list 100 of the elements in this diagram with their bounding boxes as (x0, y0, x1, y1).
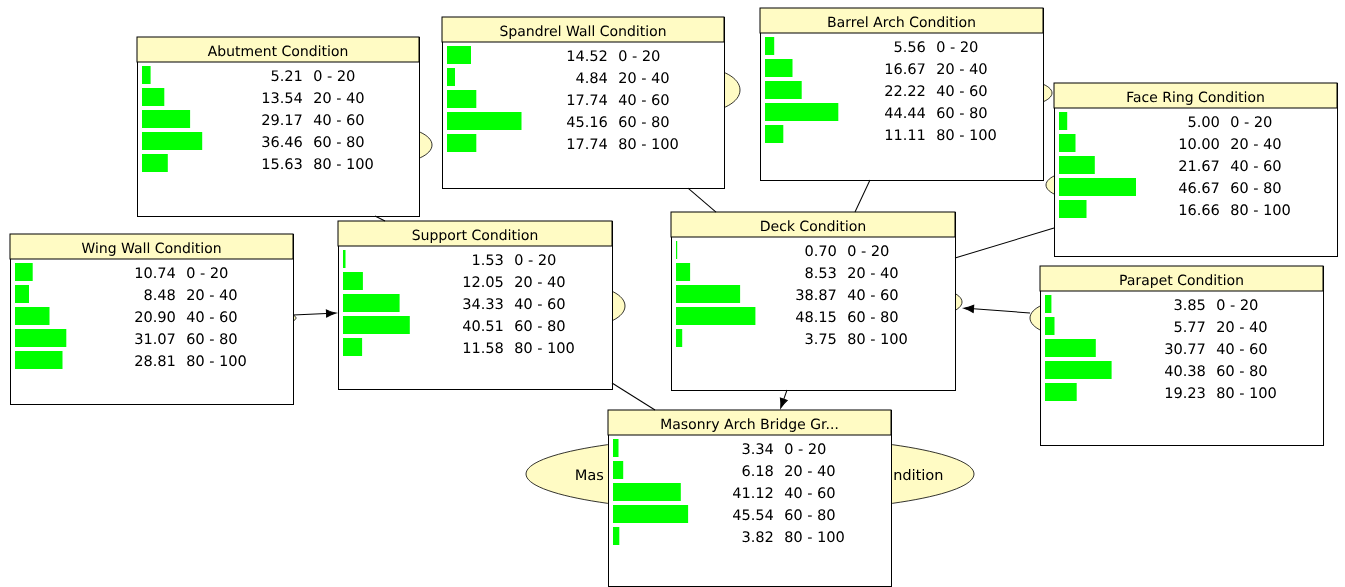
state-range: 40 - 60 (847, 289, 898, 301)
probability-value: 5.56 (894, 41, 925, 53)
state-range: 60 - 80 (937, 107, 987, 119)
state-range: 40 - 60 (936, 85, 987, 97)
probability-value: 29.17 (262, 114, 302, 126)
probability-value: 17.74 (567, 138, 607, 149)
probability-value: 36.46 (262, 136, 302, 148)
probability-value: 28.81 (135, 355, 175, 367)
state-range: 60 - 80 (1231, 182, 1281, 194)
state-range: 20 - 40 (1217, 321, 1267, 333)
state-range: 20 - 40 (515, 276, 565, 288)
state-range: 40 - 60 (186, 311, 237, 323)
node-title: Spandrel Wall Condition (500, 25, 666, 39)
probability-value: 45.54 (733, 509, 773, 521)
state-range: 60 - 80 (619, 116, 669, 128)
state-range: 0 - 20 (1217, 299, 1258, 311)
probability-value: 11.11 (885, 129, 925, 140)
state-range: 0 - 20 (619, 50, 660, 62)
probability-value: 46.67 (1179, 182, 1219, 194)
state-range: 20 - 40 (848, 267, 898, 279)
probability-value: 34.33 (463, 298, 503, 310)
state-range: 80 - 100 (314, 158, 373, 170)
probability-value: 4.84 (576, 72, 607, 84)
probability-value: 5.21 (271, 70, 302, 82)
state-range: 20 - 40 (619, 72, 669, 84)
node-box (441, 16, 725, 189)
arrow (292, 309, 337, 318)
node-box (670, 211, 956, 391)
state-range: 80 - 100 (187, 355, 246, 367)
state-range: 20 - 40 (187, 289, 237, 301)
probability-value: 22.22 (885, 85, 925, 96)
state-range: 60 - 80 (1217, 365, 1267, 377)
probability-value: 38.87 (796, 289, 836, 301)
node-title: Parapet Condition (1120, 274, 1243, 288)
state-range: 80 - 100 (515, 342, 574, 354)
probability-value: 12.05 (463, 276, 503, 288)
probability-value: 10.74 (135, 267, 175, 279)
node-box (136, 36, 420, 217)
node-title: Face Ring Condition (1127, 91, 1264, 105)
state-range: 0 - 20 (314, 70, 355, 82)
node-title: Support Condition (412, 229, 538, 243)
state-range: 20 - 40 (785, 465, 835, 477)
probability-value: 6.18 (742, 465, 773, 477)
state-range: 80 - 100 (848, 333, 907, 345)
node-box (1039, 265, 1324, 446)
probability-value: 44.44 (885, 107, 925, 118)
probability-value: 8.48 (144, 289, 175, 301)
arrow (779, 389, 788, 409)
node-box (759, 7, 1044, 181)
node-title: Masonry Arch Bridge Gr... (661, 418, 838, 432)
probability-value: 31.07 (135, 333, 175, 345)
state-range: 0 - 20 (187, 267, 228, 279)
probability-value: 3.82 (742, 531, 773, 543)
probability-value: 21.67 (1179, 160, 1219, 172)
state-range: 40 - 60 (1216, 343, 1267, 355)
state-range: 80 - 100 (785, 531, 844, 543)
probability-value: 5.77 (1174, 321, 1205, 333)
probability-value: 0.70 (805, 245, 836, 257)
state-range: 60 - 80 (785, 509, 835, 521)
probability-value: 3.75 (805, 333, 836, 345)
probability-value: 11.58 (463, 342, 503, 354)
state-range: 0 - 20 (848, 245, 889, 257)
state-range: 0 - 20 (785, 443, 826, 455)
state-range: 20 - 40 (937, 63, 987, 75)
state-range: 20 - 40 (1231, 138, 1281, 150)
probability-value: 19.23 (1165, 387, 1205, 399)
probability-value: 8.53 (805, 267, 836, 279)
state-range: 60 - 80 (314, 136, 364, 148)
node-title: Barrel Arch Condition (828, 16, 975, 28)
probability-value: 15.63 (262, 158, 302, 170)
state-range: 60 - 80 (187, 333, 237, 345)
state-range: 60 - 80 (515, 320, 565, 332)
state-range: 0 - 20 (937, 41, 978, 53)
probability-value: 16.67 (885, 63, 925, 75)
probability-value: 40.38 (1165, 365, 1205, 377)
probability-value: 5.00 (1188, 116, 1219, 128)
state-range: 40 - 60 (784, 487, 835, 499)
probability-value: 30.77 (1165, 343, 1205, 355)
state-range: 20 - 40 (314, 92, 364, 104)
node-box (337, 220, 613, 390)
state-range: 80 - 100 (937, 129, 996, 141)
probability-value: 14.52 (567, 50, 607, 62)
state-range: 80 - 100 (1231, 204, 1290, 216)
probability-value: 13.54 (262, 92, 302, 104)
probability-value: 20.90 (135, 311, 175, 323)
state-range: 80 - 100 (1217, 387, 1276, 399)
probability-value: 45.16 (567, 116, 607, 128)
state-range: 40 - 60 (313, 114, 364, 126)
probability-value: 17.74 (567, 94, 607, 105)
node-title: Abutment Condition (207, 45, 348, 57)
probability-value: 41.12 (733, 487, 773, 498)
node-title: Wing Wall Condition (81, 242, 221, 256)
arrow (963, 304, 1031, 314)
probability-value: 3.34 (742, 443, 773, 455)
node-title: Deck Condition (761, 220, 866, 232)
state-range: 60 - 80 (848, 311, 898, 323)
state-range: 0 - 20 (1231, 116, 1272, 128)
node-box (9, 233, 294, 405)
state-range: 0 - 20 (515, 254, 556, 266)
node-box (1053, 82, 1338, 257)
